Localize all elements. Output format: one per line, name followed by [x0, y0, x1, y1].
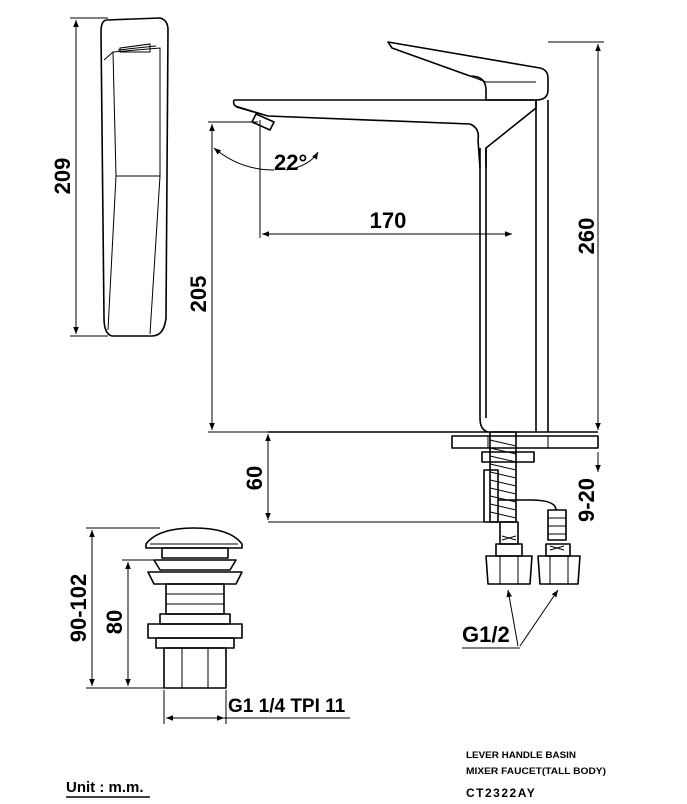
- waste-thread-label: G1 1/4 TPI 11: [228, 696, 346, 717]
- unit-label: Unit : m.m.: [66, 779, 144, 796]
- dim-spout-angle: 22°: [213, 147, 319, 175]
- dim-22-label: 22°: [274, 150, 307, 175]
- handle-front-view: [100, 17, 169, 337]
- dim-waste-total-height: 90-102: [66, 527, 164, 689]
- dim-spout-height: 205: [186, 121, 268, 433]
- threaded-shank: [489, 439, 517, 519]
- g12-label: G1/2: [462, 622, 510, 647]
- dim-205-label: 205: [186, 276, 211, 313]
- dim-90-102-label: 90-102: [66, 574, 91, 643]
- dim-209-label: 209: [50, 158, 75, 195]
- dim-9-20-label: 9-20: [574, 478, 599, 522]
- faucet-side-view: [232, 41, 599, 585]
- dim-80-label: 80: [102, 610, 127, 634]
- dim-deck-thickness: 9-20: [574, 452, 601, 522]
- dim-total-height: 260: [548, 41, 604, 430]
- title-block: LEVER HANDLE BASIN MIXER FAUCET(TALL BOD…: [466, 750, 606, 800]
- model-number: CT2322AY: [466, 786, 536, 800]
- dim-260-label: 260: [574, 218, 599, 255]
- dim-handle-height: 209: [50, 17, 108, 337]
- title-line-2: MIXER FAUCET(TALL BODY): [466, 766, 606, 777]
- dim-60-label: 60: [242, 466, 267, 490]
- dim-170-label: 170: [370, 208, 407, 233]
- dim-spout-reach: 170: [259, 120, 512, 238]
- dim-shank-length: 60: [242, 434, 484, 523]
- title-line-1: LEVER HANDLE BASIN: [466, 750, 576, 761]
- pop-up-waste: [145, 527, 243, 689]
- unit-note: Unit : m.m.: [66, 779, 150, 798]
- dim-waste-body-height: 80: [102, 559, 154, 686]
- dim-waste-thread: G1 1/4 TPI 11: [163, 690, 350, 724]
- dim-hose-thread: G1/2: [462, 589, 559, 649]
